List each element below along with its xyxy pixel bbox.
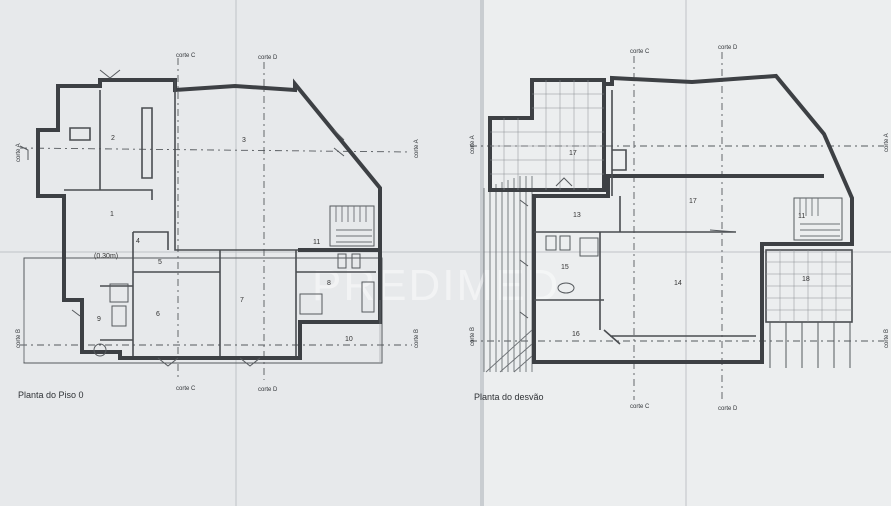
room-3: 3 xyxy=(242,137,246,144)
bathroom-fixtures-left xyxy=(93,253,375,357)
plan-piso-0: 2 3 1 4 5 6 7 8 9 10 11 (0.30m) corte C … xyxy=(16,53,420,400)
exterior-wall-desvao xyxy=(532,73,854,364)
room-16: 16 xyxy=(572,331,580,338)
cut-label-c-top-left: corte C xyxy=(176,53,196,59)
cut-label-d-bottom-left: corte D xyxy=(258,387,278,393)
room-14: 14 xyxy=(674,280,682,287)
cut-label-c-top-right: corte C xyxy=(630,49,650,55)
cut-line-a-left xyxy=(19,147,411,153)
terrace-edges xyxy=(23,300,381,362)
stairs-piso0 xyxy=(329,205,375,247)
cut-label-b-right-right: corte B xyxy=(884,329,890,348)
sheet-gap xyxy=(480,0,484,506)
room-2: 2 xyxy=(111,135,115,142)
room-11: 11 xyxy=(313,239,320,246)
chimney xyxy=(612,149,627,171)
cut-label-b-left-right: corte B xyxy=(470,327,476,346)
right-sheet xyxy=(484,0,891,506)
room-6: 6 xyxy=(156,311,160,318)
plan-title-desvao: Planta do desvão xyxy=(474,392,544,402)
cut-label-a-right-right: corte A xyxy=(884,133,890,152)
room-17-attic: 17 xyxy=(689,198,697,205)
interior-walls-desvao xyxy=(534,90,756,345)
room-9: 9 xyxy=(97,316,101,323)
doors-piso0 xyxy=(19,69,345,367)
kitchen-counter xyxy=(69,107,153,179)
room-1: 1 xyxy=(110,211,114,218)
exterior-wall-piso0 xyxy=(36,78,382,360)
room-8: 8 xyxy=(327,280,331,287)
height-note: (0.30m) xyxy=(94,253,118,260)
room-13: 13 xyxy=(573,212,581,219)
tiled-balcony-right xyxy=(765,249,853,368)
plan-desvao: 17 17 13 11 15 14 16 18 corte C corte D … xyxy=(470,45,890,412)
cut-label-a-left-left: corte A xyxy=(16,143,22,162)
cut-label-a-right-left: corte A xyxy=(414,139,420,158)
cut-label-d-bottom-right: corte D xyxy=(718,406,738,412)
room-15: 15 xyxy=(561,264,569,271)
room-10: 10 xyxy=(345,336,353,343)
bathroom-fixtures-right xyxy=(545,235,599,294)
cut-label-a-left-right: corte A xyxy=(470,135,476,154)
interior-walls-piso0 xyxy=(64,80,376,356)
room-5: 5 xyxy=(158,259,162,266)
plan-title-piso-0: Planta do Piso 0 xyxy=(18,390,84,400)
stairs-desvao xyxy=(793,197,843,241)
room-11-right: 11 xyxy=(798,213,805,220)
room-7: 7 xyxy=(240,297,244,304)
cut-label-b-left-left: corte B xyxy=(16,329,22,348)
cut-label-c-bottom-left: corte C xyxy=(176,386,196,392)
cut-label-d-top-right: corte D xyxy=(718,45,738,51)
room-17-terrace: 17 xyxy=(569,150,577,157)
left-sheet xyxy=(0,0,480,506)
room-18: 18 xyxy=(802,276,810,283)
cut-label-b-right-left: corte B xyxy=(414,329,420,348)
tiled-terrace-top xyxy=(488,78,606,192)
watermark-text: PREDIMED xyxy=(312,261,560,310)
doors-desvao xyxy=(519,177,737,319)
cut-label-d-top-left: corte D xyxy=(258,55,278,61)
room-4: 4 xyxy=(136,238,140,245)
cut-label-c-bottom-right: corte C xyxy=(630,404,650,410)
